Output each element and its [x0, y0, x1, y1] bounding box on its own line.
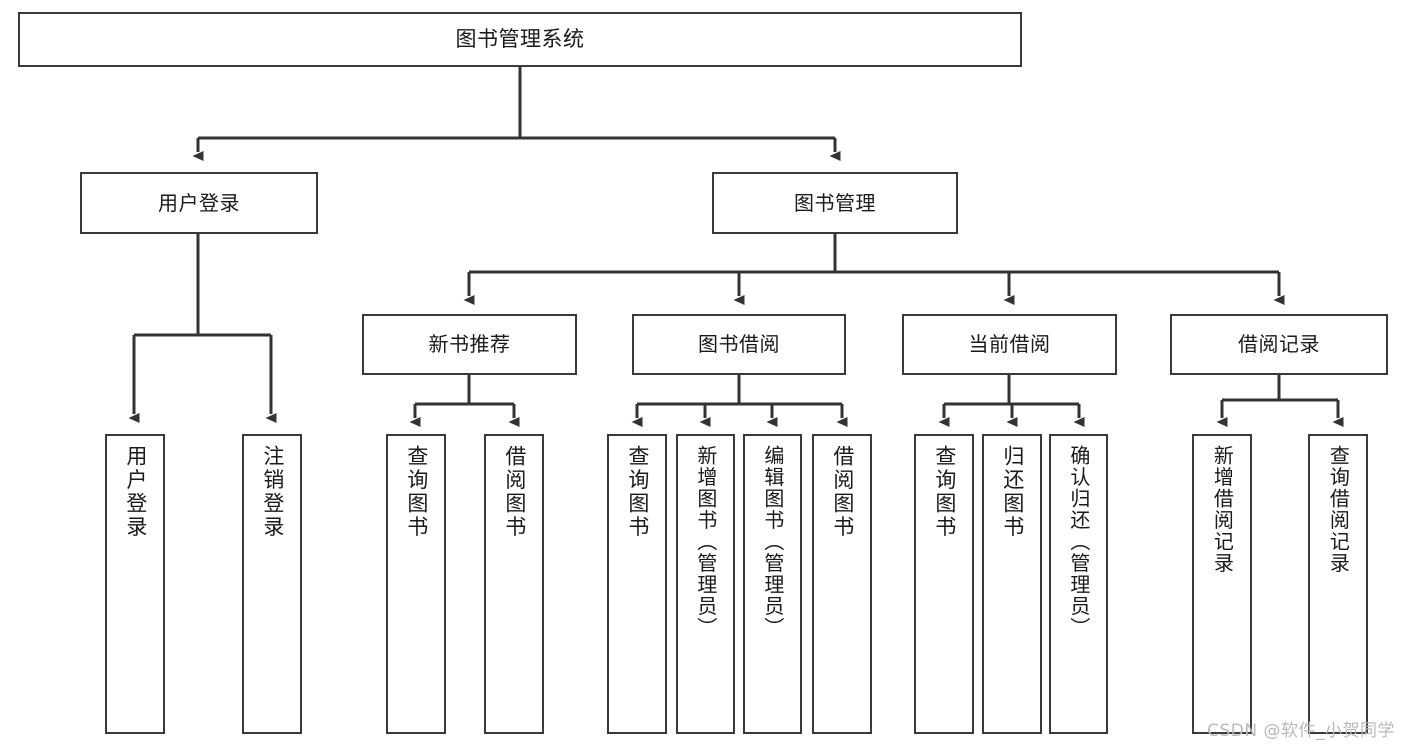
node-user-login-label: 用户登录 — [158, 190, 240, 215]
node-leaf-edit-book[interactable]: 编辑图书（管理员） — [743, 434, 802, 734]
node-book-management-label: 图书管理 — [794, 190, 876, 215]
node-leaf-query-record[interactable]: 查询借阅记录 — [1308, 434, 1368, 734]
node-leaf-confirm-return[interactable]: 确认归还（管理员） — [1049, 434, 1108, 734]
node-borrow-record[interactable]: 借阅记录 — [1170, 314, 1388, 375]
node-new-book-recommend-label: 新书推荐 — [428, 332, 511, 357]
node-leaf-user-login[interactable]: 用户登录 — [105, 434, 165, 734]
node-leaf-add-record[interactable]: 新增借阅记录 — [1192, 434, 1252, 734]
node-leaf-return-book-label: 归还图书 — [1000, 445, 1025, 539]
node-borrow-record-label: 借阅记录 — [1238, 332, 1320, 357]
node-leaf-borrow-book-1-label: 借阅图书 — [502, 445, 527, 539]
node-book-management[interactable]: 图书管理 — [712, 172, 958, 234]
node-leaf-borrow-book-2-label: 借阅图书 — [830, 445, 855, 539]
node-current-borrow[interactable]: 当前借阅 — [902, 314, 1117, 375]
node-leaf-query-book-2-label: 查询图书 — [625, 445, 650, 539]
node-leaf-confirm-return-label: 确认归还（管理员） — [1066, 445, 1091, 639]
node-leaf-query-book-3-label: 查询图书 — [932, 445, 957, 539]
node-leaf-query-book-1-label: 查询图书 — [404, 445, 429, 539]
node-leaf-borrow-book-1[interactable]: 借阅图书 — [484, 434, 544, 734]
node-current-borrow-label: 当前借阅 — [968, 332, 1051, 357]
node-root-label: 图书管理系统 — [455, 26, 585, 51]
node-leaf-edit-book-label: 编辑图书（管理员） — [760, 445, 785, 639]
node-leaf-logout-label: 注销登录 — [260, 445, 285, 539]
node-new-book-recommend[interactable]: 新书推荐 — [362, 314, 577, 375]
node-leaf-add-book-label: 新增图书（管理员） — [693, 445, 718, 639]
node-leaf-logout[interactable]: 注销登录 — [242, 434, 302, 734]
node-book-borrow-label: 图书借阅 — [698, 332, 780, 357]
node-leaf-user-login-label: 用户登录 — [123, 445, 148, 539]
node-leaf-return-book[interactable]: 归还图书 — [982, 434, 1042, 734]
node-leaf-add-book[interactable]: 新增图书（管理员） — [676, 434, 735, 734]
node-leaf-borrow-book-2[interactable]: 借阅图书 — [812, 434, 872, 734]
node-leaf-query-book-1[interactable]: 查询图书 — [386, 434, 446, 734]
node-leaf-query-book-3[interactable]: 查询图书 — [914, 434, 974, 734]
node-leaf-add-record-label: 新增借阅记录 — [1210, 445, 1235, 574]
node-book-borrow[interactable]: 图书借阅 — [632, 314, 846, 375]
node-leaf-query-record-label: 查询借阅记录 — [1326, 445, 1351, 574]
node-root[interactable]: 图书管理系统 — [18, 12, 1022, 67]
node-leaf-query-book-2[interactable]: 查询图书 — [607, 434, 667, 734]
node-user-login[interactable]: 用户登录 — [80, 172, 318, 234]
